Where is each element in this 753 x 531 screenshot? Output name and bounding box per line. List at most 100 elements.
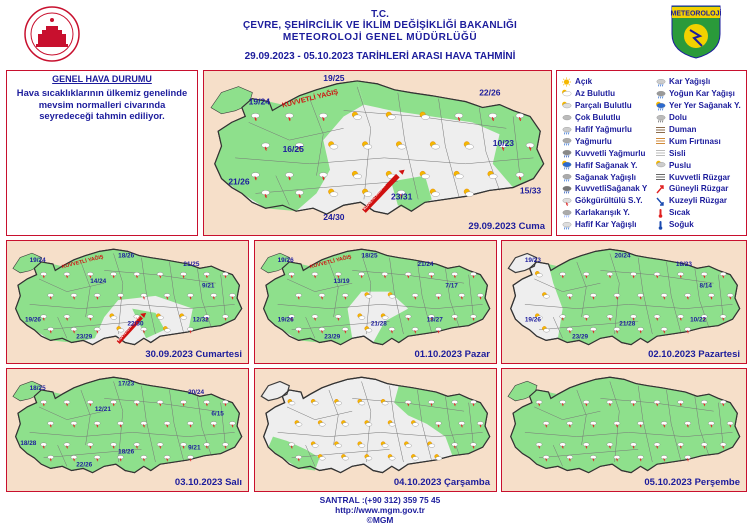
thunderstorm-icon xyxy=(428,272,435,279)
thunderstorm-icon xyxy=(566,327,573,334)
thunderstorm-icon xyxy=(40,442,47,449)
turkey-forecast-map: 18/2517/2320/2412/216/1518/2818/269/2122… xyxy=(7,369,248,491)
legend-item: Az Bulutlu xyxy=(561,88,647,100)
partly-cloudy-icon xyxy=(411,454,419,461)
thunderstorm-icon xyxy=(285,113,294,122)
thunderstorm-icon xyxy=(404,314,412,321)
thunderstorm-icon xyxy=(187,421,194,428)
legend-item: Dolu xyxy=(655,112,741,124)
thunderstorm-icon xyxy=(630,314,637,321)
province-border xyxy=(534,279,600,292)
temperature-label: 18/23 xyxy=(676,261,692,268)
thunderstorm-icon xyxy=(288,442,295,449)
thunderstorm-icon xyxy=(590,455,597,462)
province-border xyxy=(352,270,464,283)
temperature-label: 21/25 xyxy=(183,261,199,268)
thunderstorm-icon xyxy=(47,293,54,300)
thunderstorm-icon xyxy=(133,400,141,407)
legend-label: Yer Yer Sağanak Y. xyxy=(669,101,741,111)
partly-cloudy-icon xyxy=(364,326,373,333)
thunderstorm-icon xyxy=(295,455,302,462)
province-border xyxy=(329,390,338,445)
province-border xyxy=(357,87,371,199)
thunderstorm-icon xyxy=(719,314,727,321)
thunderstorm-icon xyxy=(156,272,164,279)
haze-icon xyxy=(656,160,666,168)
province-border xyxy=(58,317,67,338)
thunderstorm-icon xyxy=(180,272,187,279)
partly-cloudy-icon xyxy=(287,399,296,406)
thunderstorm-icon xyxy=(318,327,326,334)
province-border xyxy=(666,390,680,460)
partly-cloudy-icon xyxy=(357,441,366,448)
legend-label: Hafif Sağanak Y. xyxy=(575,160,638,170)
thunderstorm-icon xyxy=(653,442,661,449)
footer-phone: SANTRAL :(+90 312) 359 75 45 xyxy=(319,495,441,505)
legend-label: Soğuk xyxy=(669,220,694,230)
thunderstorm-icon xyxy=(435,293,442,300)
thunderstorm-icon xyxy=(684,455,691,462)
thunderstorm-icon xyxy=(719,272,727,279)
light-shower-icon xyxy=(562,160,572,170)
province-border xyxy=(278,432,483,436)
thunderstorm-icon xyxy=(187,293,194,300)
temperature-label: 19/25 xyxy=(323,73,345,83)
turkey-forecast-map xyxy=(255,369,496,491)
province-border xyxy=(292,321,390,329)
thunderstorm-icon xyxy=(630,272,637,279)
temperature-label: 21/28 xyxy=(619,321,635,328)
thunderstorm-icon xyxy=(535,442,543,449)
partly-cloudy-icon xyxy=(387,454,396,461)
province-border xyxy=(235,158,533,164)
partly-cloudy-icon xyxy=(362,141,373,150)
legend-label: Kuzeyli Rüzgar xyxy=(669,196,728,206)
temperature-label: 19/26 xyxy=(25,316,41,323)
thunderstorm-icon xyxy=(222,272,229,279)
province-border xyxy=(30,304,235,308)
legend-item: KuvvetliSağanak Y xyxy=(561,183,647,195)
smoke-icon xyxy=(656,126,665,133)
temperature-label: 18/25 xyxy=(362,253,378,260)
thunderstorm-icon xyxy=(222,314,229,321)
thunderstorm-icon xyxy=(70,421,78,428)
thunderstorm-icon xyxy=(397,190,406,199)
partly-cloudy-icon xyxy=(341,454,349,461)
coastline xyxy=(264,249,490,344)
strong-wind-icon xyxy=(656,174,665,181)
province-border xyxy=(610,253,619,334)
temperature-label: 12/21 xyxy=(95,406,111,413)
partly-cloudy-icon xyxy=(351,170,362,179)
partly-cloudy-icon xyxy=(310,399,319,406)
province-border xyxy=(39,407,104,420)
thunderstorm-icon xyxy=(660,421,668,428)
thunderstorm-icon xyxy=(110,400,117,407)
province-border xyxy=(39,279,104,292)
temperature-label: 23/31 xyxy=(391,191,413,201)
province-border xyxy=(169,262,183,332)
temperature-label: 18/26 xyxy=(118,253,134,260)
province-border xyxy=(169,390,183,460)
legend-label: Çok Bulutlu xyxy=(575,113,621,123)
temperature-label: 9/21 xyxy=(188,444,201,451)
thunderstorm-icon xyxy=(566,455,573,462)
partly-cloudy-icon xyxy=(357,399,366,406)
shower-icon xyxy=(562,174,572,182)
legend-item: Kar Yağışlı xyxy=(655,76,741,88)
thunderstorm-icon xyxy=(613,421,621,428)
thunderstorm-icon xyxy=(637,421,644,428)
province-border xyxy=(417,262,431,332)
temperature-label: 17/23 xyxy=(118,381,134,388)
thunderstorm-icon xyxy=(93,421,101,428)
south-wind-arrowhead xyxy=(398,169,405,175)
partly-cloudy-icon xyxy=(542,292,550,299)
province-border xyxy=(553,445,562,466)
province-border xyxy=(389,258,403,334)
legend-item: Sıcak xyxy=(655,207,741,219)
footer-url[interactable]: http://www.mgm.gov.tr xyxy=(335,505,425,515)
thunderstorm-icon xyxy=(606,314,614,321)
thunderstorm-icon xyxy=(488,113,497,122)
thunderstorm-icon xyxy=(477,293,484,300)
thunderstorm-icon xyxy=(653,314,661,321)
thunderstorm-icon xyxy=(566,293,573,300)
